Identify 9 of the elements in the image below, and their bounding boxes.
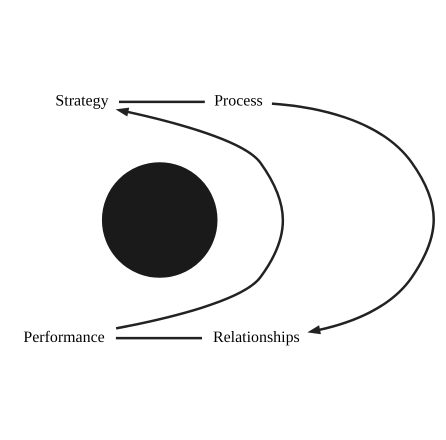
node-text: Process [214,92,263,110]
arrow [272,102,435,334]
node-text: Relationships [212,328,300,346]
connector [116,336,202,340]
connector [118,100,205,104]
arrow [116,108,284,330]
node-text: Strategy [55,92,109,110]
node-circle [102,162,218,278]
node-text: Performance [23,328,105,346]
